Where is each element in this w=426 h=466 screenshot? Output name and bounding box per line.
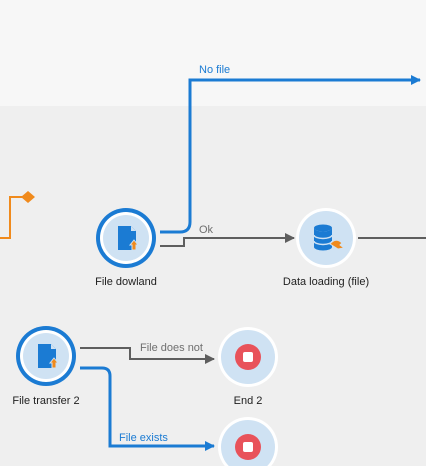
link-label-file-does-not: File does not <box>139 342 204 354</box>
node-label-file-transfer-2: File transfer 2 <box>12 395 80 407</box>
node-label-end-2: End 2 <box>233 395 263 407</box>
file-upload-icon <box>38 344 60 369</box>
node-end-3[interactable] <box>218 417 278 466</box>
stop-icon <box>235 344 261 370</box>
link-label-ok: Ok <box>199 224 214 236</box>
node-label-file-download: File dowland <box>95 276 157 288</box>
node-data-loading[interactable] <box>296 208 356 268</box>
link-ok[interactable] <box>160 233 295 247</box>
node-end-2[interactable] <box>218 327 278 387</box>
database-load-icon <box>313 224 346 251</box>
stop-icon <box>235 434 261 460</box>
link-file-does-not[interactable] <box>80 347 215 364</box>
link-file-exists[interactable] <box>80 366 215 451</box>
file-upload-icon <box>118 226 140 251</box>
link-no-file[interactable] <box>160 75 421 234</box>
orange-diamond-icon <box>21 191 35 203</box>
node-file-transfer-2[interactable] <box>16 326 76 386</box>
canvas-top-band <box>0 0 426 106</box>
link-label-file-exists: File exists <box>119 432 168 444</box>
link-label-no-file: No file <box>199 64 231 76</box>
orange-link[interactable] <box>0 191 35 239</box>
node-file-download[interactable] <box>96 208 156 268</box>
node-label-data-loading: Data loading (file) <box>282 276 370 288</box>
